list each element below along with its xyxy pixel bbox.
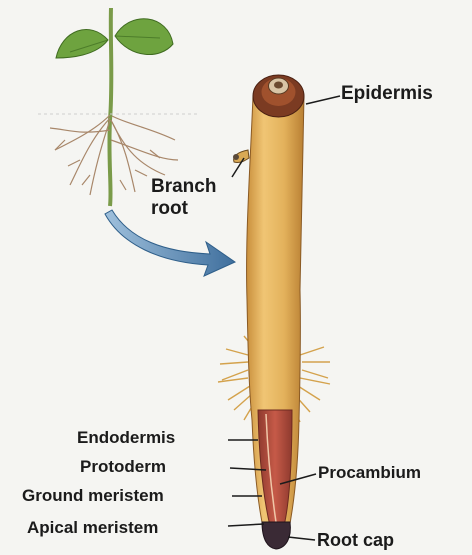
label-protoderm: Protoderm xyxy=(80,457,166,476)
label-procambium: Procambium xyxy=(318,463,421,482)
label-apical-meristem: Apical meristem xyxy=(27,518,158,537)
seedling-stem xyxy=(109,8,111,206)
label-epidermis: Epidermis xyxy=(341,84,433,103)
label-endodermis: Endodermis xyxy=(77,428,175,447)
label-branch-root-line1: Branch xyxy=(151,176,216,198)
label-branch-root: Branch root xyxy=(151,176,216,220)
label-branch-root-line2: root xyxy=(151,198,216,220)
root-cap-shape xyxy=(262,522,290,549)
leaf-left xyxy=(56,30,108,58)
label-root-cap: Root cap xyxy=(317,531,394,550)
label-ground-meristem: Ground meristem xyxy=(22,486,164,505)
